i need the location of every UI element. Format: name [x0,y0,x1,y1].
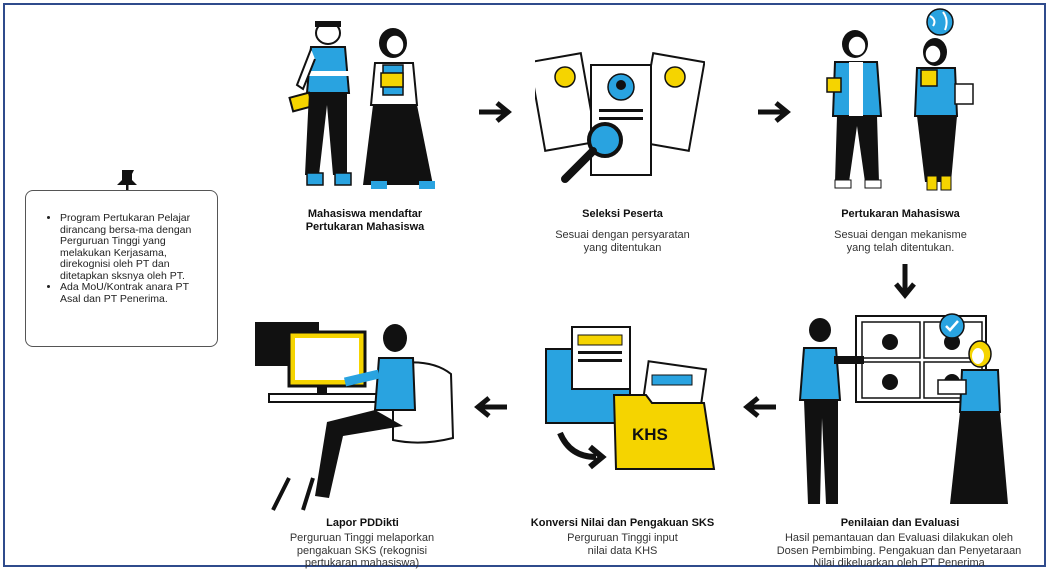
step-3-desc-line: yang telah ditentukan. [846,241,955,254]
step-6-desc-line: Perguruan Tinggi melaporkan [289,532,435,544]
step-3-title: Pertukaran Mahasiswa [818,208,983,221]
step-2-title-line: Seleksi Peserta [582,208,663,220]
step-1-title-line: Pertukaran Mahasiswa [305,221,425,233]
arrow-down-icon [894,264,916,299]
step-5-desc-line: nilai data KHS [587,544,658,557]
step-6-desc-line: pengakuan SKS (rekognisi [296,544,428,557]
step-2-desc-line: Sesuai dengan persyaratan [555,229,690,241]
step-6-title: Lapor PDDikti [300,517,425,530]
folder-icon [545,326,716,470]
khs-conversion-illustration: KHS [540,325,725,475]
step-1-title: Mahasiswa mendaftar Pertukaran Mahasiswa [290,208,440,234]
report-pddikti-illustration [255,322,455,511]
note-list: Program Pertukaran Pelajar dirancang ber… [34,212,209,305]
step-3-title-line: Pertukaran Mahasiswa [841,208,960,220]
khs-label: KHS [632,425,668,444]
step-4-desc-line: Hasil pemantauan dan Evaluasi dilakukan … [784,532,1014,544]
info-note: Program Pertukaran Pelajar dirancang ber… [25,190,218,347]
students-registering-illustration [288,21,435,189]
step-5-title-line: Konversi Nilai dan Pengakuan SKS [530,517,715,529]
note-item: Program Pertukaran Pelajar dirancang ber… [60,212,209,282]
step-6-title-line: Lapor PDDikti [326,517,399,529]
step-5-description: Perguruan Tinggi input nilai data KHS [540,532,705,557]
evaluation-illustration [798,313,1008,504]
step-5-title: Konversi Nilai dan Pengakuan SKS [515,517,730,530]
student-exchange-illustration [826,8,974,191]
step-3-description: Sesuai dengan mekanisme yang telah diten… [808,229,993,254]
step-2-description: Sesuai dengan persyaratan yang ditentuka… [530,229,715,254]
step-1-title-line: Mahasiswa mendaftar [307,208,423,220]
step-4-description: Hasil pemantauan dan Evaluasi dilakukan … [752,532,1046,570]
step-4-desc-line: Nilai dikeluarkan oleh PT Penerima [813,557,985,569]
step-6-description: Perguruan Tinggi melaporkan pengakuan SK… [272,532,452,570]
arrow-left-icon [474,396,507,418]
step-4-desc-line: Dosen Pembimbing. Pengakuan dan Penyetar… [776,544,1022,557]
step-2-title: Seleksi Peserta [545,208,700,221]
step-2-desc-line: yang ditentukan [583,241,662,254]
arrow-left-icon [743,396,776,418]
arrow-right-icon [758,101,791,123]
step-6-desc-line: pertukaran mahasiswa) [304,557,420,569]
step-4-title: Penilaian dan Evaluasi [815,517,985,530]
diagram-frame [3,3,1046,567]
step-3-desc-line: Sesuai dengan mekanisme [834,229,967,241]
step-5-desc-line: Perguruan Tinggi input [567,532,678,544]
note-item: Ada MoU/Kontrak anara PT Asal dan PT Pen… [60,281,209,305]
arrow-right-icon [479,101,512,123]
selection-documents-illustration [535,52,705,183]
step-4-title-line: Penilaian dan Evaluasi [840,517,960,529]
